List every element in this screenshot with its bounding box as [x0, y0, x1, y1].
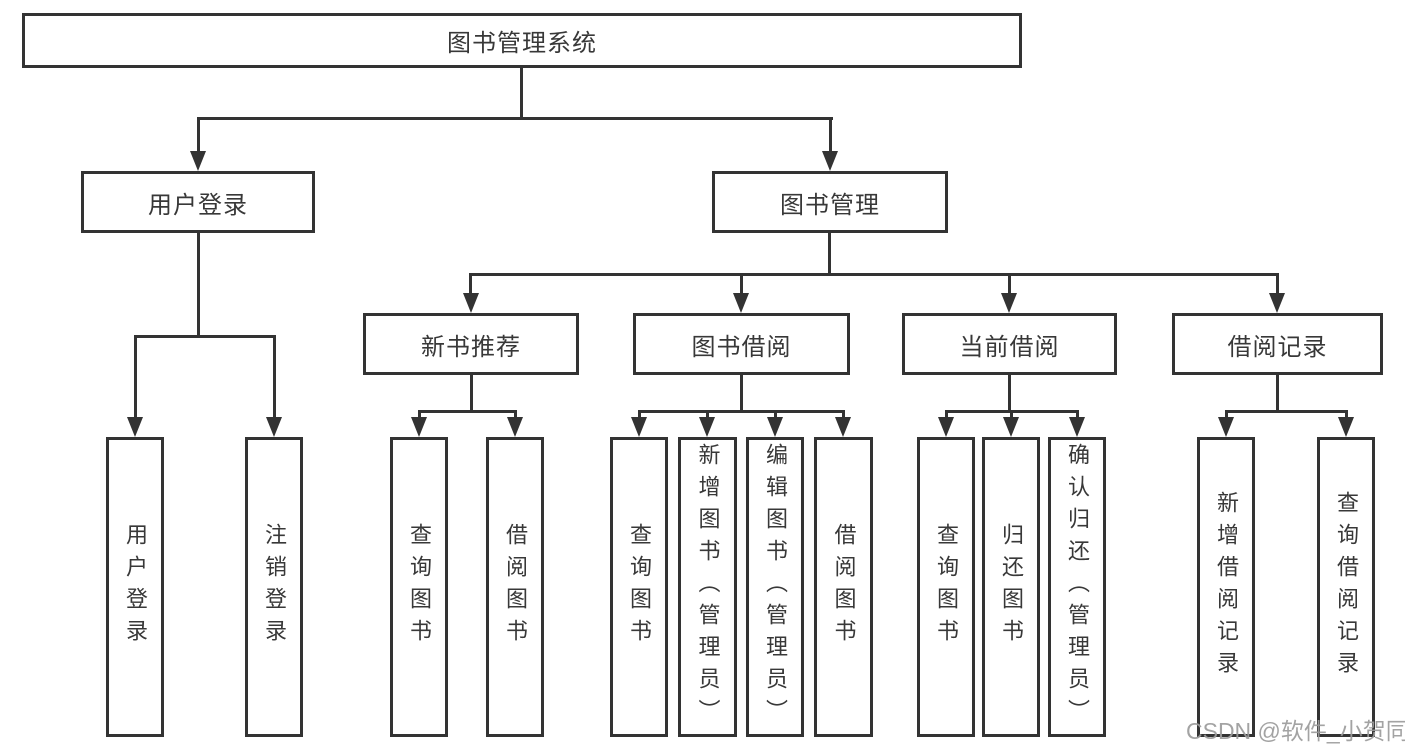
node-borrow-records: 借阅记录: [1172, 313, 1383, 375]
leaf-logout-action: 注销登录: [245, 437, 303, 737]
arrow-down-icon: [411, 417, 427, 437]
connector-line: [134, 335, 137, 421]
node-borrow-records-label: 借阅记录: [1227, 333, 1328, 361]
connector-line: [1276, 375, 1279, 413]
connector-line: [197, 117, 833, 120]
leaf-borrow-query-books: 查询图书: [610, 437, 668, 737]
connector-line: [1345, 410, 1348, 422]
arrow-down-icon: [699, 417, 715, 437]
node-current-borrow: 当前借阅: [902, 313, 1117, 375]
connector-line: [197, 233, 200, 338]
arrow-down-icon: [1003, 417, 1019, 437]
leaf-borrow-books: 借阅图书: [814, 437, 873, 737]
connector-line: [829, 117, 832, 157]
node-current-borrow-label: 当前借阅: [959, 333, 1060, 361]
node-library-system: 图书管理系统: [22, 13, 1022, 68]
connector-line: [1010, 410, 1013, 422]
arrow-down-icon: [507, 417, 523, 437]
node-book-management: 图书管理: [712, 171, 948, 233]
leaf-return-books-label: 归还图书: [999, 523, 1024, 651]
arrow-down-icon: [822, 151, 838, 171]
arrow-down-icon: [190, 151, 206, 171]
connector-line: [520, 66, 523, 120]
connector-line: [828, 233, 831, 276]
leaf-query-borrow-record-label: 查询借阅记录: [1334, 491, 1359, 683]
node-new-book-recommend: 新书推荐: [363, 313, 579, 375]
leaf-current-query-books-label: 查询图书: [934, 523, 959, 651]
arrow-down-icon: [1338, 417, 1354, 437]
leaf-confirm-return-admin-label: 确认归还（管理员）: [1065, 443, 1090, 731]
arrow-down-icon: [1069, 417, 1085, 437]
node-user-login-label: 用户登录: [148, 191, 248, 219]
connector-line: [1008, 375, 1011, 413]
connector-line: [1225, 410, 1348, 413]
leaf-add-borrow-record-label: 新增借阅记录: [1214, 491, 1239, 683]
leaf-borrow-books-label: 借阅图书: [831, 523, 857, 651]
arrow-down-icon: [767, 417, 783, 437]
arrow-down-icon: [127, 417, 143, 437]
leaf-edit-books-admin: 编辑图书（管理员）: [746, 437, 804, 737]
connector-line: [418, 410, 517, 413]
leaf-confirm-return-admin: 确认归还（管理员）: [1048, 437, 1106, 737]
arrow-down-icon: [1269, 293, 1285, 313]
leaf-borrow-query-books-label: 查询图书: [627, 523, 652, 651]
node-book-borrow: 图书借阅: [633, 313, 850, 375]
connector-line: [1008, 273, 1011, 297]
connector-line: [842, 410, 845, 422]
arrow-down-icon: [631, 417, 647, 437]
arrow-down-icon: [938, 417, 954, 437]
node-new-book-recommend-label: 新书推荐: [421, 333, 521, 361]
connector-line: [1076, 410, 1079, 422]
connector-line: [469, 273, 472, 297]
connector-line: [740, 273, 743, 297]
leaf-add-books-admin: 新增图书（管理员）: [678, 437, 737, 737]
connector-line: [1276, 273, 1279, 297]
leaf-return-books: 归还图书: [982, 437, 1040, 737]
arrow-down-icon: [733, 293, 749, 313]
connector-line: [418, 410, 421, 422]
arrow-down-icon: [266, 417, 282, 437]
node-book-management-label: 图书管理: [780, 191, 880, 219]
leaf-recommend-borrow-books: 借阅图书: [486, 437, 544, 737]
arrow-down-icon: [1218, 417, 1234, 437]
connector-line: [706, 410, 709, 422]
arrow-down-icon: [835, 417, 851, 437]
node-library-system-label: 图书管理系统: [447, 30, 597, 57]
leaf-query-borrow-record: 查询借阅记录: [1317, 437, 1375, 737]
connector-line: [638, 410, 641, 422]
leaf-current-query-books: 查询图书: [917, 437, 975, 737]
leaf-recommend-query-books-label: 查询图书: [407, 523, 432, 651]
leaf-edit-books-admin-label: 编辑图书（管理员）: [763, 443, 788, 731]
leaf-add-borrow-record: 新增借阅记录: [1197, 437, 1255, 737]
leaf-recommend-borrow-books-label: 借阅图书: [503, 523, 528, 651]
leaf-recommend-query-books: 查询图书: [390, 437, 448, 737]
node-book-borrow-label: 图书借阅: [691, 333, 792, 361]
connector-line: [470, 375, 473, 413]
arrow-down-icon: [1001, 293, 1017, 313]
watermark: CSDN @软件_小贺同学: [1186, 718, 1405, 744]
connector-line: [774, 410, 777, 422]
leaf-user-login-action: 用户登录: [106, 437, 164, 737]
connector-line: [469, 273, 1279, 276]
connector-line: [273, 335, 276, 421]
connector-line: [514, 410, 517, 422]
connector-line: [945, 410, 948, 422]
leaf-logout-action-label: 注销登录: [262, 523, 287, 651]
leaf-user-login-action-label: 用户登录: [123, 523, 148, 651]
connector-line: [134, 335, 276, 338]
connector-line: [1225, 410, 1228, 422]
node-user-login: 用户登录: [81, 171, 315, 233]
connector-line: [638, 410, 845, 413]
leaf-add-books-admin-label: 新增图书（管理员）: [695, 443, 721, 731]
connector-line: [740, 375, 743, 413]
arrow-down-icon: [463, 293, 479, 313]
connector-line: [197, 117, 200, 157]
